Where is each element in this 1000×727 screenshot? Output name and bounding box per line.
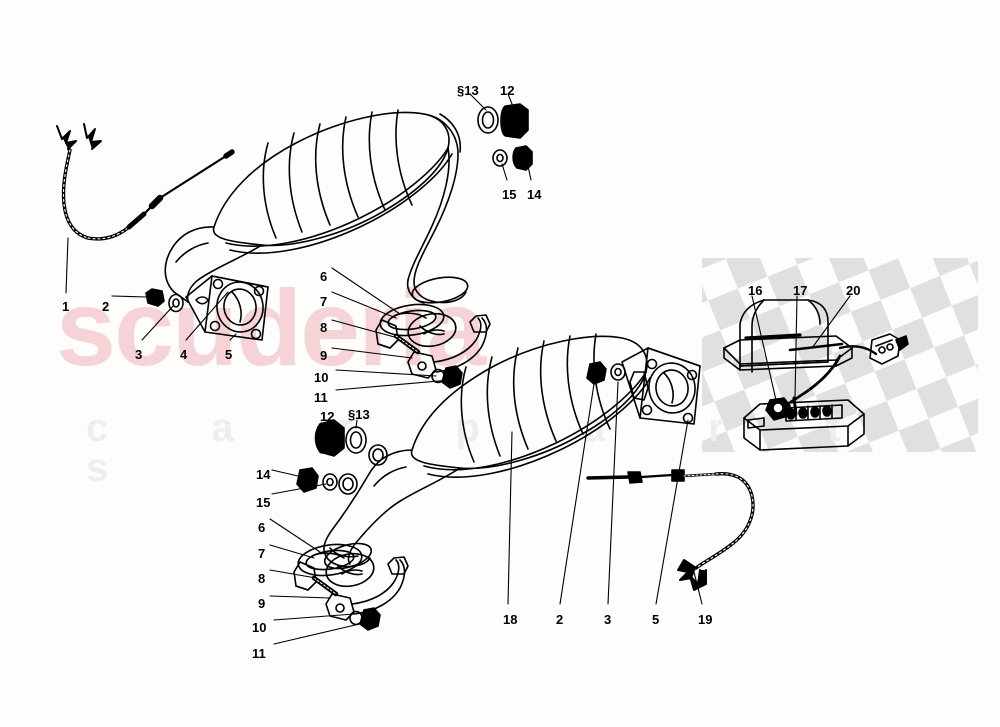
callout-10-upper-clamp-washer: 10 — [314, 370, 329, 385]
callout-15-upper-small-washer: 15 — [502, 187, 517, 202]
callout-7-upper-clamp-gasket: 7 — [320, 294, 328, 309]
callout-14-upper-small-nut: 14 — [527, 187, 542, 202]
right-sensor-cable — [677, 472, 755, 591]
callout-3-upper-washer: 3 — [135, 347, 143, 362]
callout-12-upper-sensor-nut: 12 — [500, 83, 515, 98]
callout-9-upper-clamp-bracket: 9 — [320, 348, 328, 363]
callout-4-upper-stud: 4 — [180, 347, 188, 362]
ecu-assembly — [723, 299, 909, 451]
callout-10-lower-clamp-washer: 10 — [252, 620, 267, 635]
callout-3-lower-washer: 3 — [604, 612, 612, 627]
upper-converter-body — [212, 109, 453, 254]
lower-sensor-fittings — [296, 419, 388, 495]
callout-18-lower-converter-body: 18 — [503, 612, 518, 627]
callout-17-ecu-mount-bracket: 17 — [793, 283, 808, 298]
callout-11-upper-clamp-nut: 11 — [314, 390, 328, 405]
left-sensor-cable — [56, 123, 235, 241]
callout-6-upper-clamp-ring: 6 — [320, 269, 328, 284]
callout-sec13-lower-sensor-seal: §13 — [348, 407, 370, 422]
upper-inlet-pipe — [164, 226, 263, 303]
callout-6-lower-clamp-ring: 6 — [258, 520, 266, 535]
upper-clamp-assembly — [375, 303, 491, 389]
callout-19-right-sensor-cable: 19 — [698, 612, 713, 627]
callout-15-lower-small-washer: 15 — [256, 495, 271, 510]
callout-14-lower-small-nut: 14 — [256, 467, 271, 482]
upper-outlet-pipe — [406, 113, 469, 304]
callout-16-ecu-mount-nut: 16 — [748, 283, 763, 298]
callout-20-ecu-control-box: 20 — [846, 283, 861, 298]
callout-5-upper-front-flange: 5 — [225, 347, 233, 362]
lower-rear-fasteners — [586, 361, 626, 385]
callout-12-lower-sensor-nut: 12 — [320, 409, 335, 424]
upper-fastener-group — [145, 288, 184, 313]
callout-8-lower-clamp-bolt: 8 — [258, 571, 266, 586]
lower-clamp-assembly — [293, 543, 409, 631]
callout-9-lower-clamp-bracket: 9 — [258, 596, 266, 611]
upper-sensor-fittings — [477, 103, 533, 171]
lower-rear-flange — [621, 347, 701, 425]
callout-5-lower-rear-flange: 5 — [652, 612, 660, 627]
callout-2-upper-nut: 2 — [102, 299, 110, 314]
callout-8-upper-clamp-bolt: 8 — [320, 320, 328, 335]
leader-lines — [65, 93, 851, 645]
callout-sec13-upper-sensor-seal: §13 — [457, 83, 479, 98]
callout-1-left-sensor-cable: 1 — [62, 299, 70, 314]
callout-7-lower-clamp-gasket: 7 — [258, 546, 266, 561]
callout-11-lower-clamp-nut: 11 — [252, 646, 266, 661]
callout-2-lower-nut: 2 — [556, 612, 564, 627]
lower-stud-rods — [586, 469, 718, 484]
upper-front-flange — [185, 275, 269, 341]
